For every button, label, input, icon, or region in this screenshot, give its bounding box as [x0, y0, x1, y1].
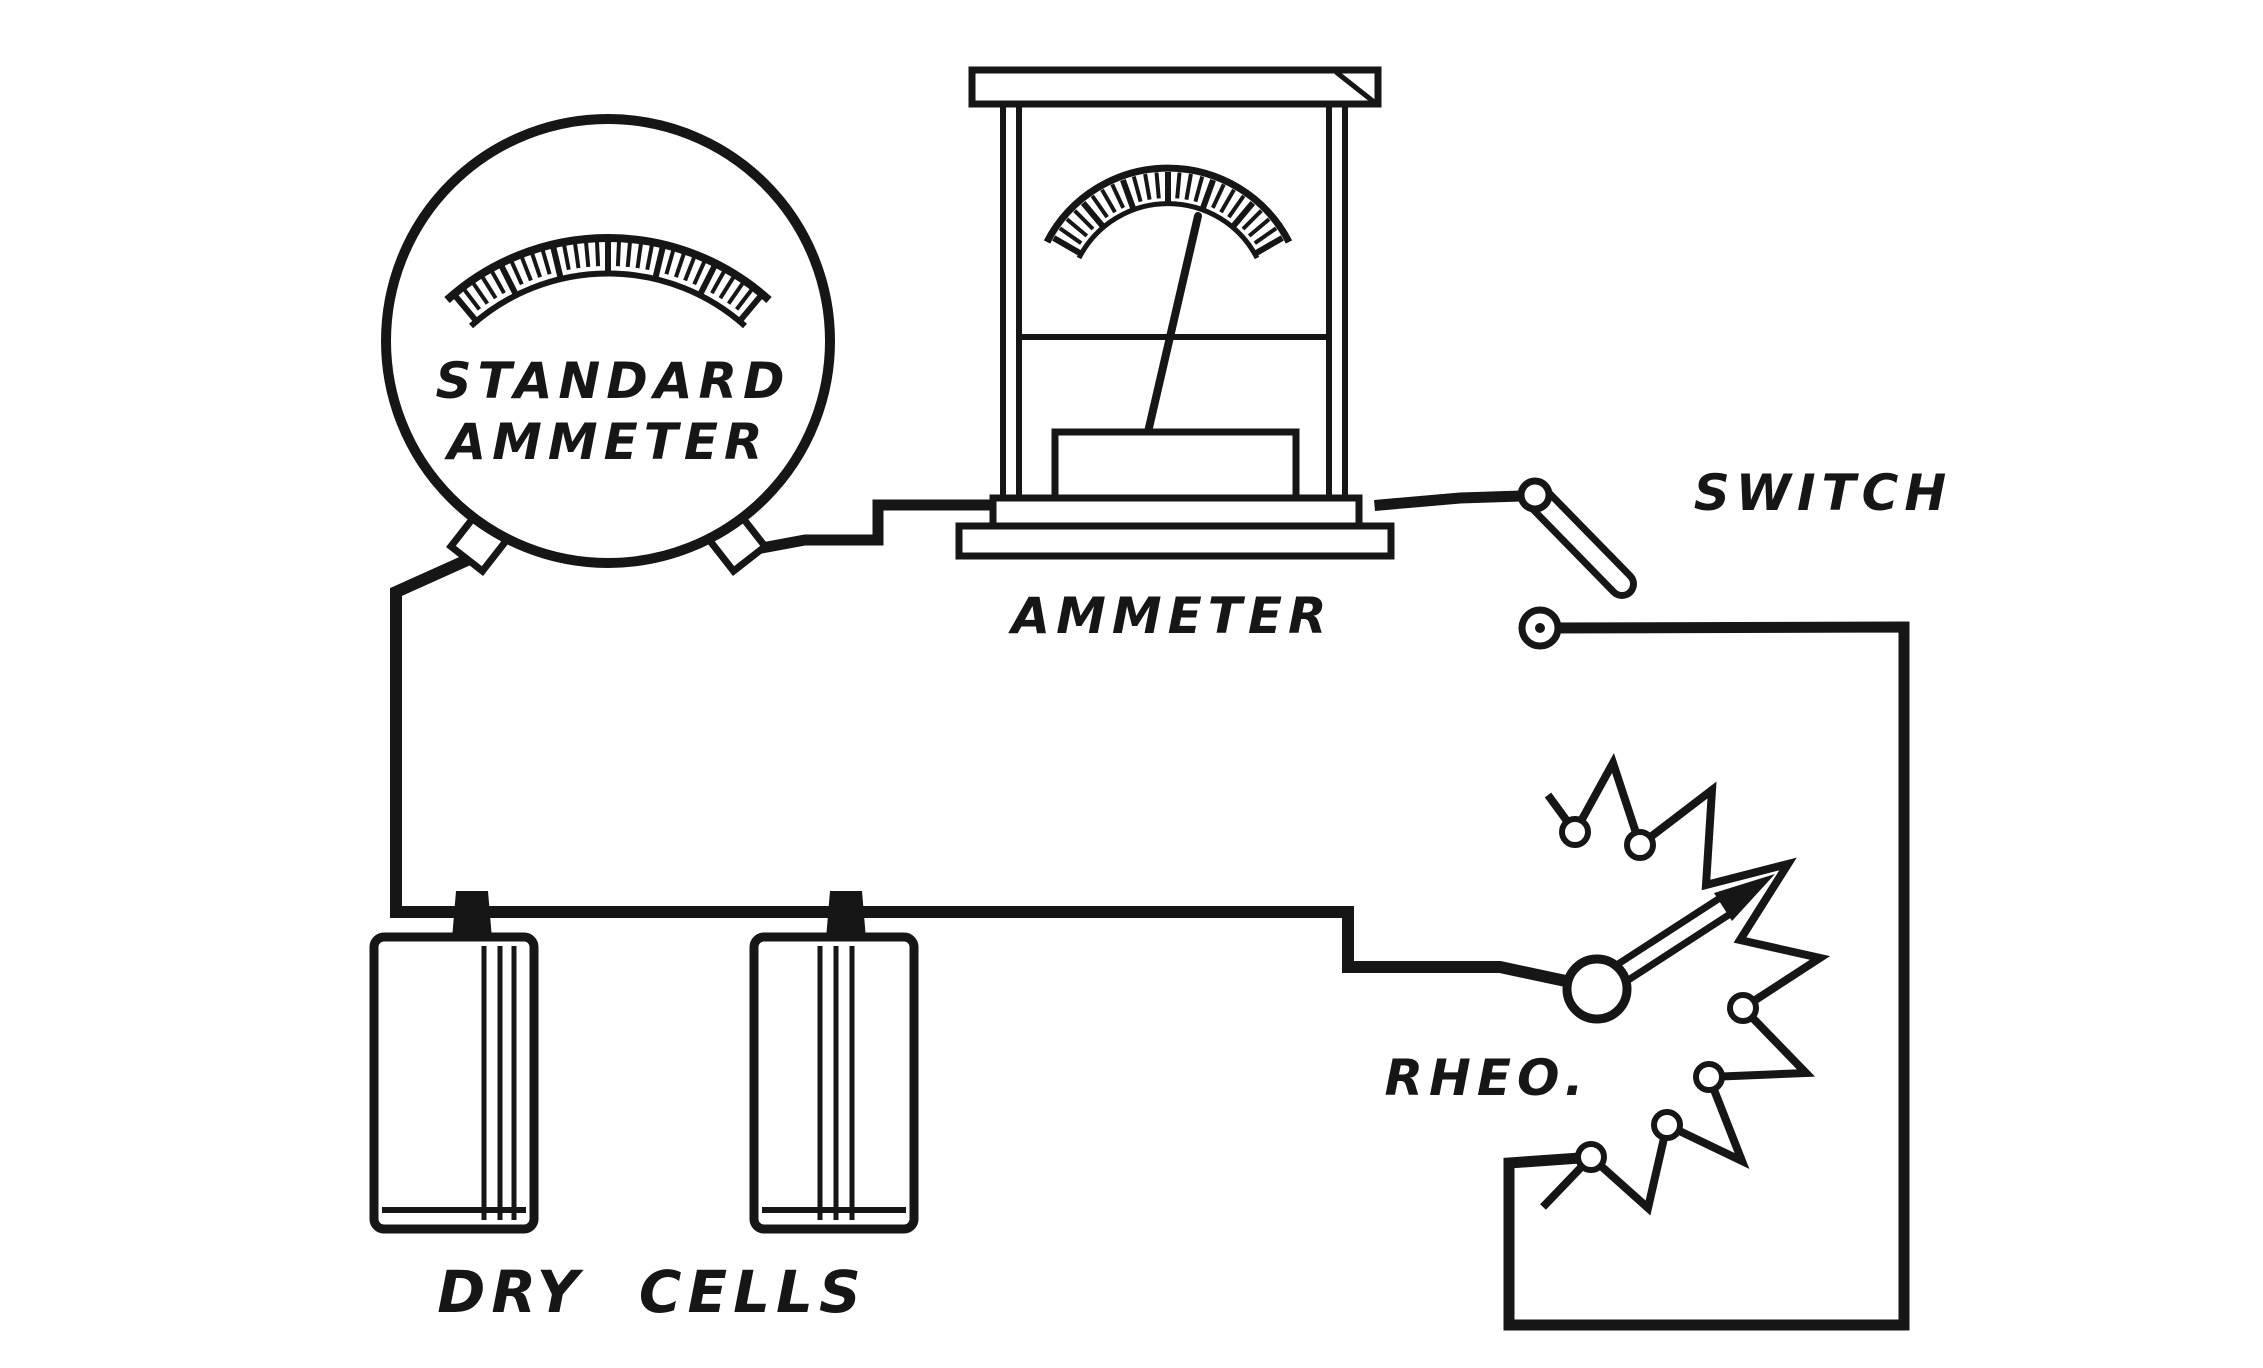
panel-needle	[1138, 212, 1202, 462]
standard-ammeter-scale-outer-arc	[444, 233, 772, 303]
panel-top-bar-corner-line	[1334, 70, 1376, 104]
panel-ammeter	[955, 66, 1395, 560]
panel-ammeter-label: AMMETER	[1007, 587, 1332, 645]
dry-cell-1-body	[369, 932, 539, 1234]
wire-switch-rheostat	[1503, 621, 1910, 1331]
rheostat-label: RHEO.	[1385, 1049, 1590, 1107]
dry-cell-2	[749, 891, 919, 1234]
panel-base-upper	[989, 494, 1363, 530]
panel-movement-box	[1051, 428, 1300, 508]
switch-terminal-bottom-dot	[1535, 623, 1545, 633]
dry-cell-1-terminal	[452, 891, 492, 939]
rheostat-tap-4	[1693, 1061, 1725, 1093]
panel-scale-outer-arc	[1043, 164, 1293, 244]
rheostat-tap-3	[1727, 992, 1759, 1024]
dry-cell-2-terminal	[826, 891, 866, 939]
standard-ammeter-label-line2: AMMETER	[443, 413, 768, 471]
wires	[390, 490, 1910, 1331]
rheostat-resistance-zigzag	[1540, 753, 1831, 1216]
switch-terminal-top	[1517, 477, 1553, 513]
standard-ammeter-scale-ticks	[453, 241, 763, 325]
rheostat-wiper-arrowhead	[1714, 874, 1775, 921]
switch-label: SWITCH	[1694, 464, 1952, 522]
rheostat-tap-6	[1575, 1141, 1607, 1173]
panel-scale-ticks	[1052, 172, 1284, 258]
standard-ammeter: STANDARD AMMETER	[381, 114, 835, 576]
rheostat-tap-5	[1651, 1109, 1683, 1141]
rheostat-wiper-knob	[1562, 954, 1632, 1024]
wire-ammeter-switch	[1374, 490, 1526, 511]
panel-top-bar	[968, 66, 1382, 108]
rheostat-tap-1	[1559, 816, 1591, 848]
switch-lever-fill	[1527, 487, 1630, 592]
wire-ammeter-link	[733, 499, 1006, 559]
panel-base-lower	[955, 522, 1395, 560]
dry-cells-label: DRY CELLS	[437, 1258, 867, 1326]
standard-ammeter-label-line1: STANDARD	[436, 352, 791, 410]
knife-switch	[1517, 477, 1637, 650]
rheostat-tap-2	[1624, 829, 1656, 861]
standard-ammeter-body	[381, 114, 835, 568]
wire-battery-loop	[390, 548, 1583, 991]
rheostat	[1540, 753, 1831, 1216]
dry-cell-1	[369, 891, 539, 1234]
